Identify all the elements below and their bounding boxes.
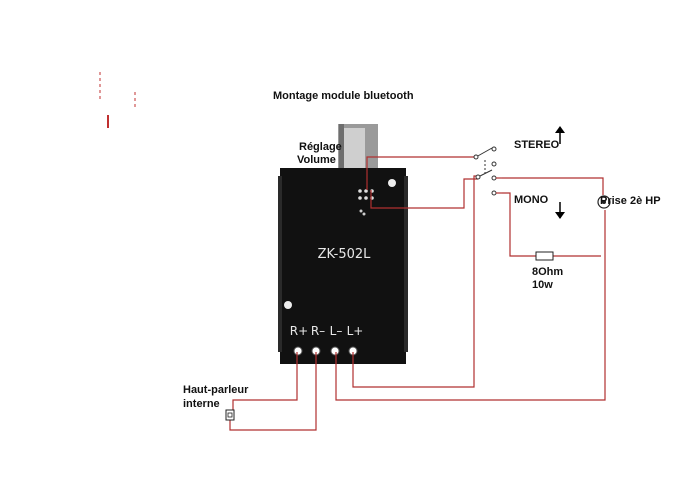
jack-label: Prise 2è HP (600, 195, 661, 207)
pin-pad-l-minus (330, 346, 340, 356)
pin-label-r-plus: R+ (290, 324, 308, 338)
wire-r-minus-to-speaker (229, 352, 317, 431)
speaker-label-line1: Haut-parleur (183, 384, 249, 396)
wire-volume-to-stereo (366, 156, 476, 190)
arrow-up-icon (555, 126, 565, 144)
wires (229, 156, 606, 431)
mounting-hole (388, 179, 396, 187)
resistor-value-label: 8Ohm (532, 266, 564, 278)
wire-to-resistor (502, 192, 536, 257)
pin-label-l-plus: L+ (347, 324, 364, 338)
pin-label-r-minus: R– (311, 324, 325, 338)
wire-jack-to-l-minus (335, 210, 606, 401)
pin-label-l-minus: L– (330, 324, 343, 338)
resistor-icon (535, 251, 554, 261)
arrow-down-icon (555, 202, 565, 219)
volume-label-line1: Réglage (299, 141, 342, 153)
board-model-label: ZK-502L (318, 247, 372, 262)
amplifier-board: ZK-502L R+ R– L– L+ (278, 168, 408, 364)
jack-socket (597, 195, 611, 209)
resistor-power-label: 10w (532, 279, 553, 291)
volume-label-line2: Volume (297, 154, 336, 166)
speaker-icon (225, 409, 235, 421)
switch-lever-top (475, 147, 493, 158)
stray-marks (99, 72, 136, 128)
wire-r-plus-to-speaker (232, 352, 298, 410)
stereo-label: STEREO (514, 139, 560, 151)
wire-switch-to-jack (502, 177, 604, 195)
wire-pot-to-mono (370, 178, 478, 209)
mono-label: MONO (514, 194, 549, 206)
volume-knob (338, 124, 378, 176)
speaker-label-line2: interne (183, 398, 220, 410)
mounting-hole (284, 301, 292, 309)
stereo-mono-switch (473, 146, 502, 196)
diagram-title: Montage module bluetooth (273, 90, 414, 102)
wire-l-plus-to-switch (352, 175, 478, 388)
pin-pad-r-plus (293, 346, 303, 356)
